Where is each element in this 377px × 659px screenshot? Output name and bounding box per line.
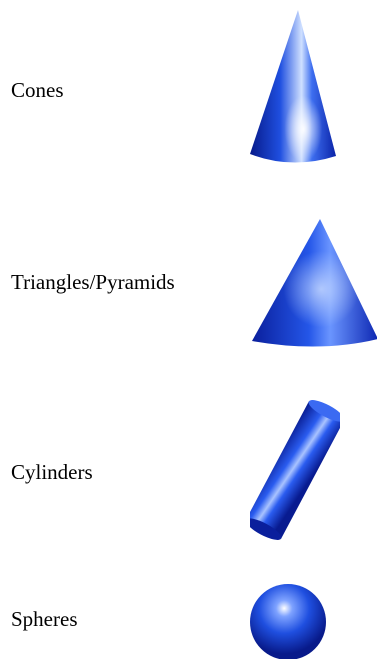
- cone-icon: [250, 10, 336, 163]
- pyramid-icon: [252, 219, 377, 347]
- shape-label-cones: Cones: [11, 78, 64, 102]
- shape-label-spheres: Spheres: [11, 607, 78, 631]
- list-item-cylinders: Cylinders: [0, 385, 377, 550]
- list-item-cones: Cones: [0, 0, 377, 170]
- cylinder-icon: [250, 400, 340, 540]
- shape-label-cylinders: Cylinders: [11, 460, 93, 484]
- shape-label-triangles-pyramids: Triangles/Pyramids: [11, 270, 175, 294]
- list-item-spheres: Spheres: [0, 580, 377, 659]
- list-item-triangles-pyramids: Triangles/Pyramids: [0, 205, 377, 355]
- sphere-icon: [250, 584, 326, 659]
